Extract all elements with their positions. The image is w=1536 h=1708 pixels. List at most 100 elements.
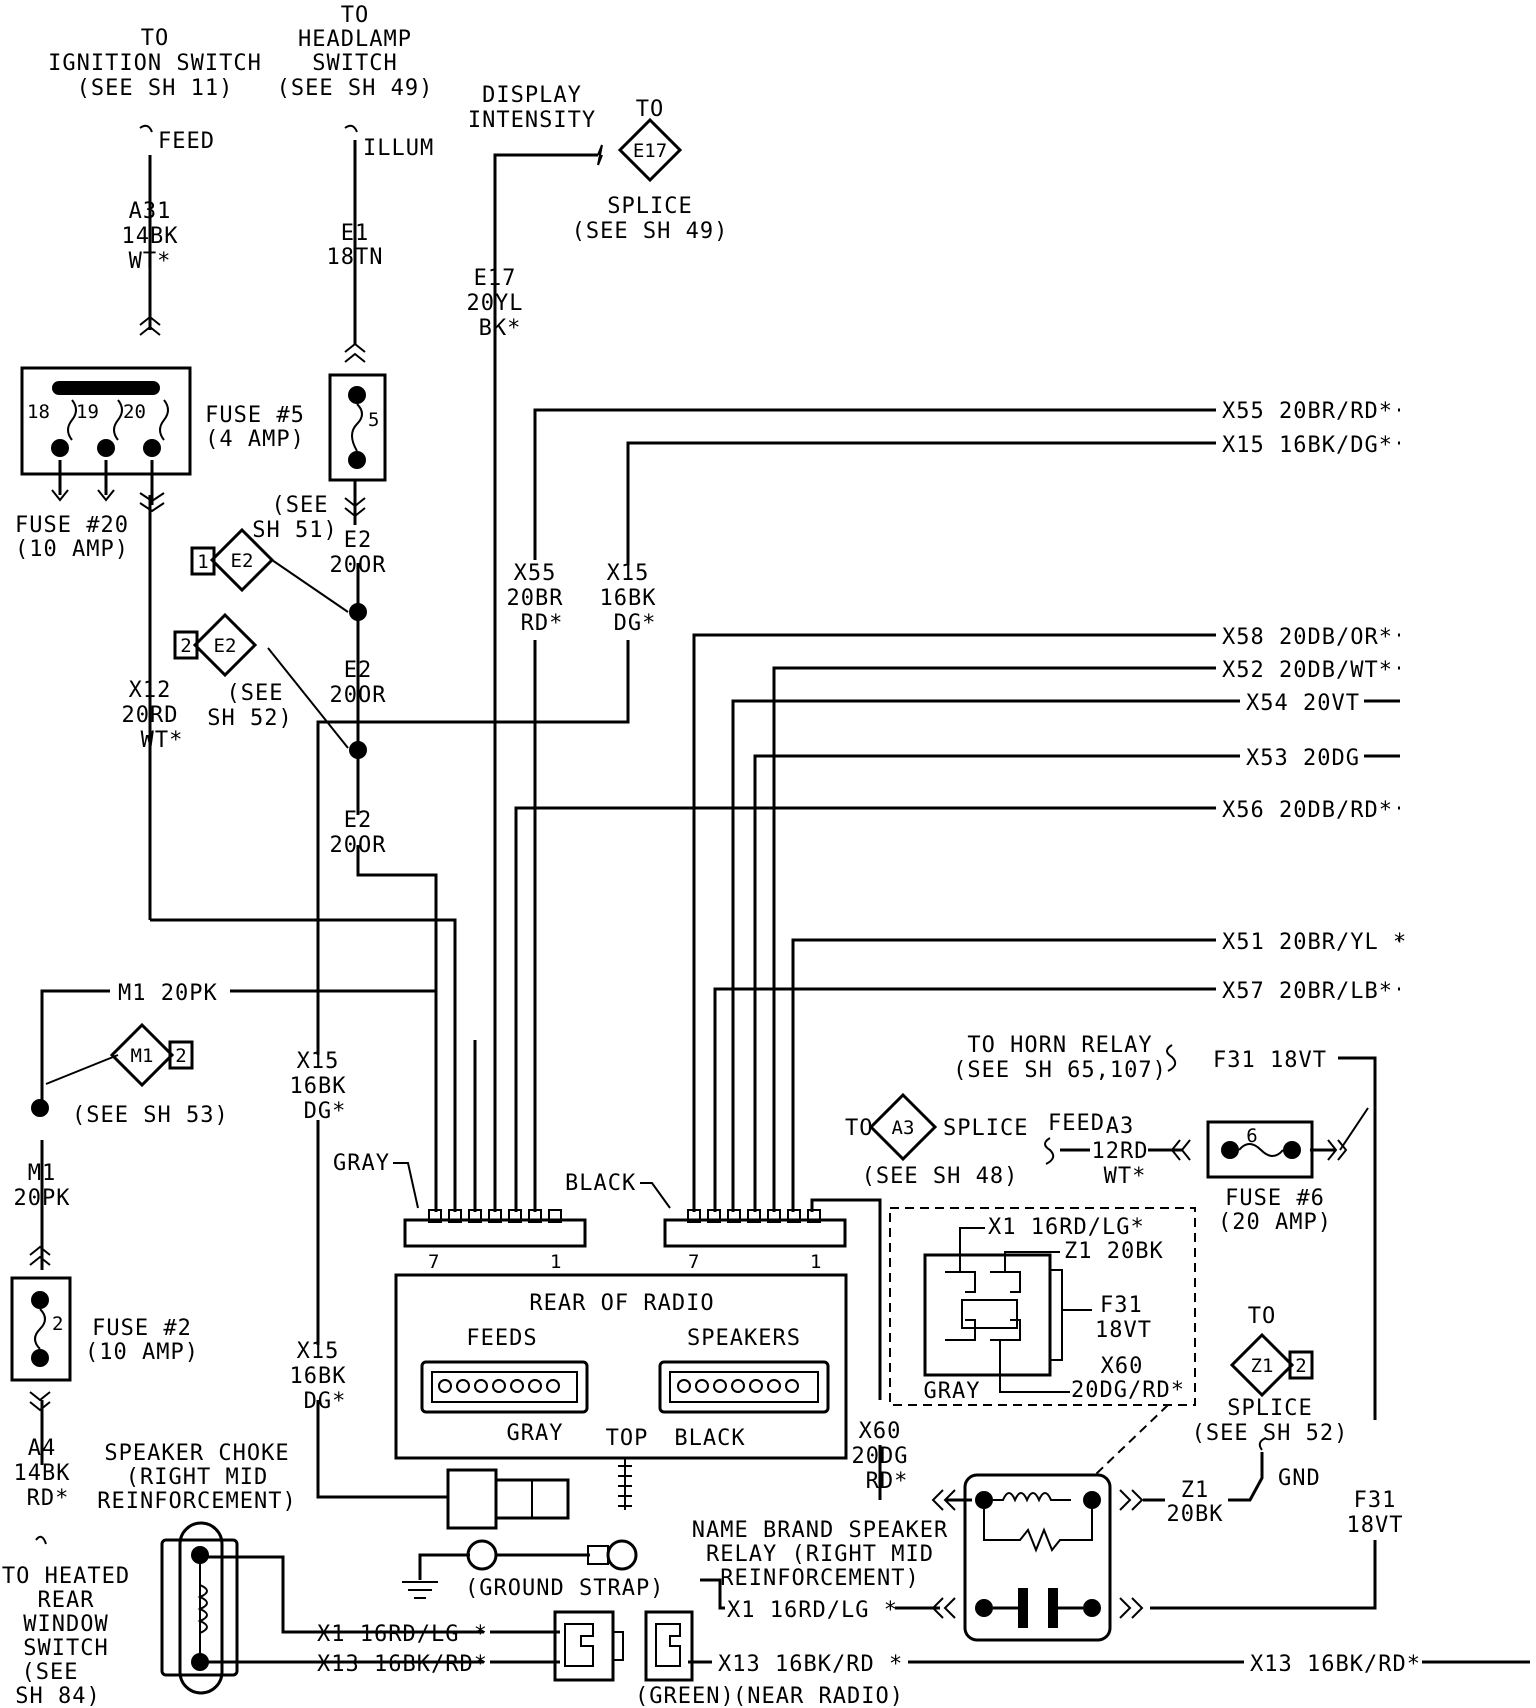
inset-connector-body — [923, 1253, 1052, 1377]
wire-m1-splice — [45, 1054, 119, 1085]
wire-e17 — [493, 153, 598, 1212]
ign-switch-label: IGNITION SWITCH — [48, 51, 262, 76]
display-label: DISPLAY — [482, 83, 582, 108]
hl-to-label: TO — [341, 3, 370, 28]
fuse20-rating: (10 AMP) — [15, 537, 129, 562]
wire-x58 — [692, 633, 1400, 1212]
wire-x55-h — [533, 408, 1400, 560]
x60v-gauge: 20DG — [852, 1444, 909, 1469]
wire-label-x58: X58 20DB/OR* — [1222, 625, 1393, 650]
a4-code: A4 — [28, 1436, 57, 1461]
horn-see-label: (SEE SH 65,107) — [953, 1058, 1167, 1083]
x15m-code: X15 — [297, 1339, 340, 1364]
e2b-gauge: 20OR — [330, 683, 387, 708]
tag-m1 — [109, 1022, 175, 1088]
x55v-color: RD* — [521, 611, 564, 636]
inset-leader — [1094, 1404, 1169, 1476]
speakers-connector — [658, 1360, 830, 1414]
connector-chevrons-f31 — [1327, 1139, 1348, 1161]
fuse-2-dot-top — [31, 1291, 49, 1309]
x60v-color: RD* — [866, 1469, 909, 1494]
bottom-x13-left: X13 16BK/RD* — [317, 1652, 488, 1677]
fuse-2 — [10, 1245, 72, 1545]
see52-1: (SEE — [227, 681, 284, 706]
fuse2-label: FUSE #2 — [92, 1316, 192, 1341]
hl-switch-label: SWITCH — [312, 51, 397, 76]
relay-coil-dot-left — [975, 1491, 993, 1509]
right-wire-labels: X55 20BR/RD* X15 16BK/DG* X58 20DB/OR* X… — [1216, 396, 1407, 1004]
x12-color: WT* — [141, 728, 184, 753]
tag-z1 — [1229, 1332, 1295, 1398]
wire-label-x51: X51 20BR/YL * — [1222, 930, 1407, 955]
mounting-stud — [618, 1458, 632, 1510]
a31-color: WT* — [129, 249, 172, 274]
inset-x1-label: X1 16RD/LG* — [988, 1215, 1145, 1240]
tag-m1-text: M1 — [131, 1045, 154, 1067]
black-connector-label: BLACK — [565, 1171, 636, 1196]
a3w-color: WT* — [1104, 1164, 1147, 1189]
choke-label: SPEAKER CHOKE — [104, 1441, 289, 1466]
heated-rear-5: (SEE — [22, 1660, 79, 1685]
x15m-color: DG* — [304, 1389, 347, 1414]
inset-z1-label: Z1 20BK — [1064, 1239, 1164, 1264]
z1-to-label: TO — [1248, 1304, 1277, 1329]
e17w-code: E17 — [474, 266, 517, 291]
m1v-code: M1 — [28, 1161, 57, 1186]
feeds-gray-label: GRAY — [507, 1421, 564, 1446]
e17w-color: BK* — [479, 316, 522, 341]
hl-headlamp-label: HEADLAMP — [298, 27, 412, 52]
choke-location-2: REINFORCEMENT) — [97, 1489, 296, 1514]
wire-x12-to-radio — [150, 918, 457, 1212]
wire-label-x55: X55 20BR/RD* — [1222, 399, 1393, 424]
a3-splice-label: SPLICE — [943, 1116, 1028, 1141]
wire-x15-route — [316, 640, 630, 1055]
pointer-e2a — [271, 559, 349, 613]
see51-1: (SEE — [272, 493, 329, 518]
z1-see-label: (SEE SH 52) — [1192, 1421, 1349, 1446]
a3w-code: A3 — [1106, 1114, 1135, 1139]
wire-break-e17 — [597, 144, 603, 166]
inset-f31-label: F31 — [1100, 1293, 1143, 1318]
e1-gauge: 18TN — [327, 245, 384, 270]
e2a-code: E2 — [344, 528, 373, 553]
relay-chevrons-x60 — [931, 1489, 956, 1511]
heated-rear-2: REAR — [38, 1588, 95, 1613]
e2a-gauge: 20OR — [330, 553, 387, 578]
ground-symbol — [402, 1581, 438, 1599]
fuse-block-pin-20 — [143, 439, 161, 457]
gray-pointer — [393, 1162, 419, 1209]
fuse2-rating: (10 AMP) — [85, 1340, 199, 1365]
a3w-gauge: 12RD — [1092, 1139, 1149, 1164]
e17-tag-label: E17 — [633, 140, 667, 162]
tags — [109, 117, 1314, 1398]
wire-f31-v — [1338, 1056, 1377, 1420]
choke-body — [178, 1521, 224, 1695]
inset-lead-x60 — [999, 1340, 1070, 1393]
relay-body — [963, 1473, 1112, 1642]
z1-splice-label: SPLICE — [1227, 1396, 1312, 1421]
x55v-gauge: 20BR — [507, 586, 564, 611]
fuse-block-pin-19 — [97, 439, 115, 457]
relay-coil-dot-right — [1083, 1491, 1101, 1509]
fuse-block-19: 19 — [76, 401, 99, 423]
heated-rear-4: SWITCH — [23, 1636, 108, 1661]
inset-x60-gauge: 20DG/RD* — [1071, 1378, 1185, 1403]
x15l-gauge: 16BK — [290, 1074, 347, 1099]
fuse5-rating: (4 AMP) — [205, 427, 305, 452]
black-pin7: 7 — [688, 1251, 699, 1273]
hl-see-label: (SEE SH 49) — [277, 76, 434, 101]
wire-f31-hook — [1339, 1107, 1369, 1151]
e2b-code: E2 — [344, 658, 373, 683]
wire-x1-left — [205, 1555, 484, 1634]
bottom-x1-left: X1 16RD/LG * — [317, 1622, 488, 1647]
horn-relay-label: TO HORN RELAY — [967, 1033, 1152, 1058]
fuse2-number: 2 — [52, 1313, 63, 1335]
fuse-5-frame — [328, 373, 387, 482]
x12-gauge: 20RD — [122, 703, 179, 728]
tag-e17 — [617, 117, 683, 183]
ground-strap-lead — [418, 1553, 470, 1580]
tag-a3-text: A3 — [892, 1117, 915, 1139]
fuse-2-dot-bottom — [31, 1349, 49, 1367]
a3-to-label: TO — [845, 1116, 874, 1141]
tag-z1-box — [1288, 1350, 1314, 1380]
